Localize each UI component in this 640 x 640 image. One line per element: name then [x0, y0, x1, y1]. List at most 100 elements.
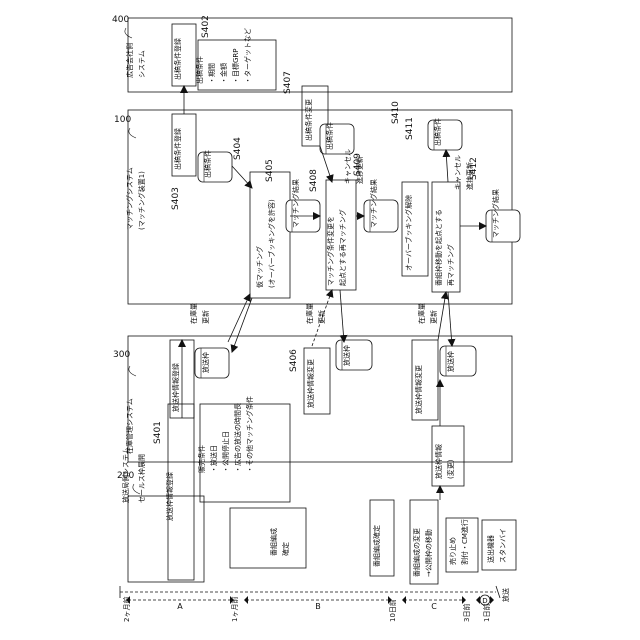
program-confirmed-label: 番組編成確定 — [372, 525, 381, 567]
system-400-box — [128, 18, 512, 92]
phase-c-label: C — [431, 602, 437, 611]
column-400: 400 広告会社側 システム 出稿条件登録 出稿条件 ・期間 ・金額 ・目標GR… — [112, 15, 512, 92]
ad-cond-1: ・期間 — [208, 63, 216, 84]
slot-db-3 — [440, 346, 476, 376]
column-200: 200 放送局側システム セールス枠展開 放送枠情報登録 販売条件 ・放送日 ・… — [117, 396, 516, 584]
match-result-db-2-label: マッチング結果 — [369, 179, 378, 228]
rematch-2: 起点とする再マッチング — [338, 209, 347, 286]
system-400-title: 広告会社側 — [125, 43, 134, 78]
system-400-subtitle: システム — [138, 50, 146, 78]
change-note-2: (変更) — [446, 459, 455, 479]
change-300-label-1: 放送枠情報変更 — [306, 359, 315, 408]
system-200-subtitle: セールス枠展開 — [137, 454, 146, 503]
stock-1b: 更新 — [201, 310, 210, 324]
sales-stop-1: 売り止め — [448, 537, 457, 565]
stock-1a: 在庫量 — [189, 303, 198, 324]
cond-db-2-label: 出稿条件 — [325, 122, 334, 150]
cond-db-1-label: 出稿条件 — [203, 150, 212, 178]
cond-reg-400-label: 出稿条件登録 — [173, 38, 182, 80]
slot-db-1 — [195, 348, 229, 378]
match-result-db-1-label: マッチング結果 — [291, 179, 300, 228]
slot-db-2 — [336, 340, 372, 370]
tick-1-month: 1ヶ月前 — [230, 597, 239, 622]
ad-cond-4: ・ターゲットなど — [243, 28, 252, 84]
step-s402: S402 — [201, 15, 211, 38]
program-confirm: 確定 — [281, 542, 290, 556]
system-100-subtitle: (マッチング装置1) — [137, 171, 146, 230]
cond-reg-100-label: 出稿条件登録 — [173, 128, 182, 170]
step-s410: S410 — [391, 101, 401, 124]
sales-cond-1: ・放送日 — [209, 445, 218, 473]
standby-2: スタンバイ — [498, 528, 507, 563]
step-s406: S406 — [289, 349, 299, 372]
phase-a-label: A — [177, 602, 183, 611]
slot-db-3-label: 放送枠 — [446, 351, 455, 372]
sales-cond-2: ・公開停止日 — [221, 431, 230, 473]
arrow-cond-to-provisional — [232, 166, 252, 188]
timeline: A B C D 2ヶ月前 1ヶ月前 10日前 3日前 1日前 放送 — [120, 586, 510, 622]
tick-10-days: 10日前 — [388, 599, 397, 622]
phase-b-label: B — [315, 602, 321, 611]
cond-db-3-label: 出稿条件 — [433, 118, 442, 146]
system-100-title: マッチングシステム — [125, 167, 134, 230]
tick-3-days: 3日前 — [462, 604, 471, 622]
step-s404: S404 — [233, 137, 243, 160]
move-rematch-1: 番組枠移動を起点とする — [434, 209, 443, 286]
step-s405: S405 — [265, 159, 275, 182]
broadcast-label: 放送 — [501, 588, 510, 602]
tick-1-day: 1日前 — [482, 604, 491, 622]
ob-release-label: オーバーブッキング解除 — [404, 195, 413, 271]
stock-3b: 更新 — [429, 310, 438, 324]
step-s412: S412 — [469, 157, 479, 180]
match-result-db-3-label: マッチング結果 — [491, 189, 500, 238]
stock-2a: 在庫量 — [305, 303, 314, 324]
rematch-1: マッチング条件変更を — [326, 216, 335, 286]
arrow-300-to-provisional — [228, 294, 250, 342]
step-s408: S408 — [309, 169, 319, 192]
change-300-label-2: 放送枠情報変更 — [414, 365, 423, 414]
slot-db-2-label: 放送枠 — [342, 345, 351, 366]
column-300: 300 在庫管理システム 放送枠情報登録 放送枠 放送枠情報変更 放送枠 放送枠… — [113, 303, 512, 486]
step-s407: S407 — [283, 71, 293, 94]
reg-300-label: 放送枠情報登録 — [171, 363, 180, 412]
ref-400: 400 — [112, 15, 129, 25]
sales-conditions-title: 販売条件 — [197, 445, 206, 473]
ref-100: 100 — [114, 115, 131, 125]
step-s401: S401 — [153, 421, 163, 444]
provisional-match-1: 仮マッチング — [255, 246, 264, 288]
sales-stop-2: 割付・CM進行 — [460, 519, 469, 565]
provisional-match-2: (オーバーブッキングを許容) — [267, 199, 276, 288]
sales-cond-3: ・広告の放送の時間長 — [233, 403, 242, 473]
sales-cond-4: ・その他マッチング条件 — [245, 396, 254, 473]
step-s411: S411 — [405, 117, 415, 140]
system-200-title: 放送局側システム — [121, 447, 130, 503]
program-box — [230, 508, 306, 568]
cancel-progress-1a: キャンセル — [344, 149, 352, 184]
ad-cond-2: ・金額 — [219, 63, 228, 84]
step-s409: S409 — [353, 153, 363, 176]
slot-db-1-label: 放送枠 — [201, 352, 210, 373]
arrow-provisional-to-300 — [232, 298, 252, 352]
cancel-progress-2a: キャンセル — [454, 155, 462, 190]
arrow-move-rematch-to-300 — [448, 292, 452, 346]
reg-200-label: 放送枠情報登録 — [165, 472, 174, 521]
arrow-rematch-to-300 — [340, 290, 344, 342]
stock-2b: 更新 — [317, 310, 326, 324]
change-note-1: 放送枠情報 — [434, 444, 443, 479]
arrow-300-to-move-rematch — [438, 292, 446, 340]
ad-conditions-title: 出稿条件 — [195, 56, 204, 84]
step-s403: S403 — [171, 187, 181, 210]
system-300-title: 在庫管理システム — [125, 398, 134, 454]
program-change-2: →公開枠の移動 — [424, 529, 433, 577]
stock-3a: 在庫量 — [417, 303, 426, 324]
standby-1: 送出機器 — [486, 535, 495, 563]
program-plan: 番組編成 — [269, 528, 278, 556]
program-change-1: 番組編成の変更 — [412, 528, 421, 577]
move-rematch-2: 再マッチング — [446, 244, 455, 286]
ad-cond-3: ・目標GRP — [231, 48, 240, 84]
arrow-move-rematch-to-cond — [446, 150, 448, 182]
tick-2-months: 2ヶ月前 — [122, 597, 131, 622]
cond-change-label: 出稿条件変更 — [304, 99, 313, 141]
